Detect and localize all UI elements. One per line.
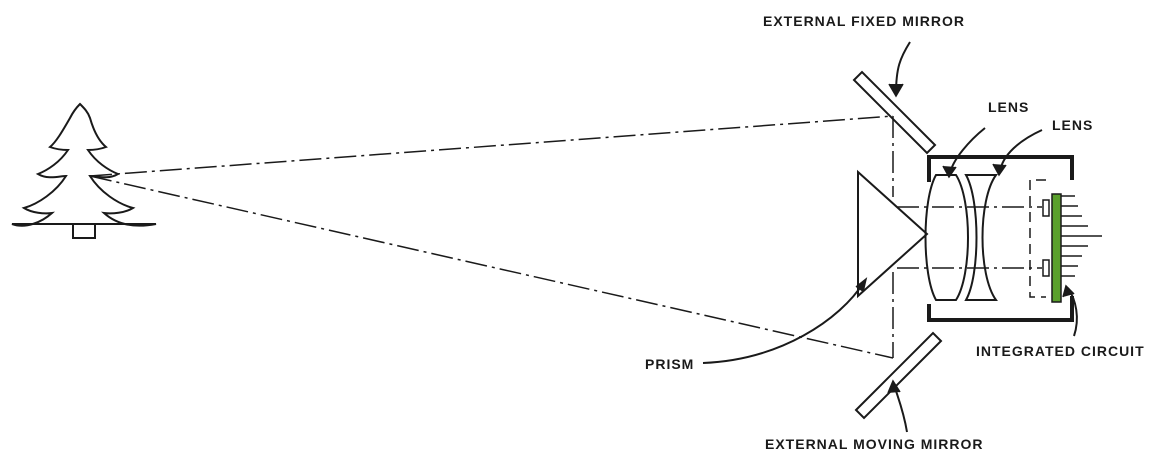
label-lens-2: LENS — [1052, 117, 1094, 133]
prism — [857, 169, 929, 299]
optical-rays — [89, 115, 1042, 359]
leader-prism — [702, 281, 865, 364]
integrated-circuit-chip — [1051, 193, 1062, 303]
external-moving-mirror — [854, 331, 943, 420]
external-fixed-mirror — [852, 70, 937, 155]
leader-lines — [702, 41, 1078, 433]
tree-icon — [11, 102, 157, 239]
label-external-fixed-mirror: EXTERNAL FIXED MIRROR — [763, 13, 965, 29]
sensor-enclosure — [1029, 179, 1046, 298]
label-lens-1: LENS — [988, 99, 1030, 115]
ray-to-fixed-mirror — [89, 115, 894, 177]
housing — [927, 155, 1074, 322]
sensor-upper — [1042, 199, 1050, 217]
label-external-moving-mirror: EXTERNAL MOVING MIRROR — [765, 436, 984, 452]
lens-1 — [924, 174, 969, 301]
ic-pins — [1061, 195, 1102, 277]
lens-2 — [964, 174, 998, 301]
label-integrated-circuit: INTEGRATED CIRCUIT — [976, 343, 1145, 359]
sensor-lower — [1042, 259, 1050, 277]
ray-to-moving-mirror — [89, 175, 894, 359]
label-prism: PRISM — [645, 356, 695, 372]
